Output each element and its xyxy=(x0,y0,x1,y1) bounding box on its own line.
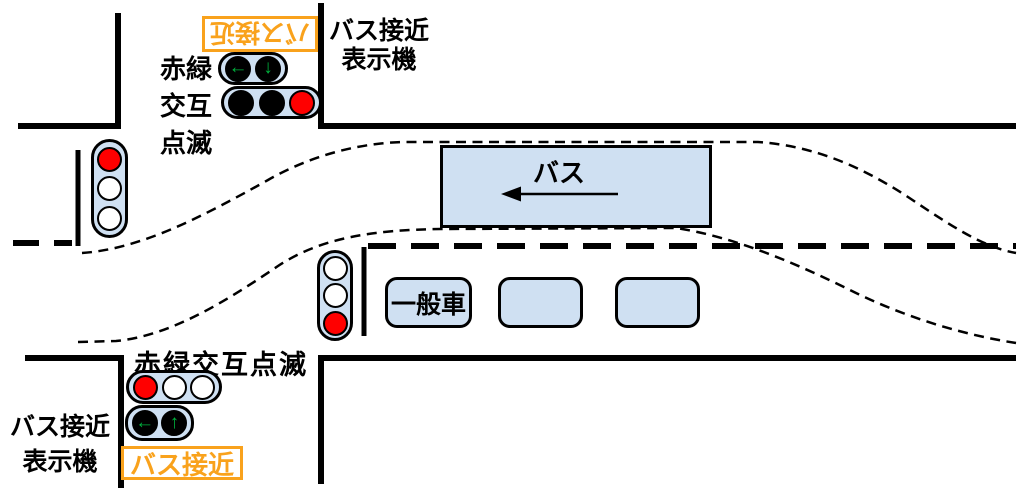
signal-light-icon xyxy=(190,374,216,400)
signal-light-icon xyxy=(161,374,187,400)
signal-light-icon xyxy=(97,146,122,172)
bus-lane-upper-boundary xyxy=(81,140,1017,255)
signal-light-icon xyxy=(288,89,315,116)
left-arrow-icon xyxy=(501,186,618,202)
display-caption-north: バス接近 表示機 xyxy=(323,17,435,75)
bus-approach-active-text: バス接近 xyxy=(209,18,310,46)
signal-caption-line: 赤緑 xyxy=(159,54,212,84)
bus-lane-lower-boundary xyxy=(77,226,1017,345)
arrow-signal-north: ← ↓ xyxy=(218,52,288,85)
median-signal xyxy=(317,250,353,341)
general-car-1: 一般車 xyxy=(385,277,472,328)
signal-caption-line: 交互 xyxy=(159,91,212,121)
bus-label: バス xyxy=(532,158,585,188)
bus-approach-display-north: バス接近 xyxy=(202,16,318,52)
general-car-label: 一般車 xyxy=(390,290,466,319)
general-car-3 xyxy=(615,277,700,328)
bus-approach-display-south: バス接近 xyxy=(121,446,243,480)
bus-approach-active-text: バス接近 xyxy=(129,449,234,480)
bus: バス xyxy=(440,145,712,228)
signal-caption-line: 点滅 xyxy=(159,128,212,158)
signal-light-icon xyxy=(322,255,348,281)
green-up-arrow-icon: ↑ xyxy=(161,410,188,436)
signal-light-icon xyxy=(322,283,348,308)
green-left-arrow-icon: ← xyxy=(225,55,251,82)
west-approach-signal xyxy=(91,139,128,238)
signal-light-icon xyxy=(322,310,348,336)
signal-light-icon xyxy=(97,176,122,201)
display-caption-line: バス接近 xyxy=(9,413,110,441)
display-caption-line: 表示機 xyxy=(22,448,98,476)
display-caption-line: バス接近 xyxy=(328,17,429,45)
display-caption-line: 表示機 xyxy=(341,46,417,74)
green-down-arrow-icon: ↓ xyxy=(255,55,281,82)
arrow-signal-south: ← ↑ xyxy=(125,405,194,441)
flash-signal-south xyxy=(126,370,222,404)
signal-light-icon xyxy=(132,374,158,400)
signal-light-icon xyxy=(97,205,122,231)
signal-light-icon xyxy=(258,89,285,116)
flash-signal-north xyxy=(221,86,322,119)
signal-caption-north: 赤緑 交互 点滅 xyxy=(154,51,218,162)
green-left-arrow-icon: ← xyxy=(131,410,158,436)
display-caption-south: バス接近 表示機 xyxy=(4,410,116,480)
general-car-2 xyxy=(498,277,583,328)
signal-light-icon xyxy=(228,89,255,116)
